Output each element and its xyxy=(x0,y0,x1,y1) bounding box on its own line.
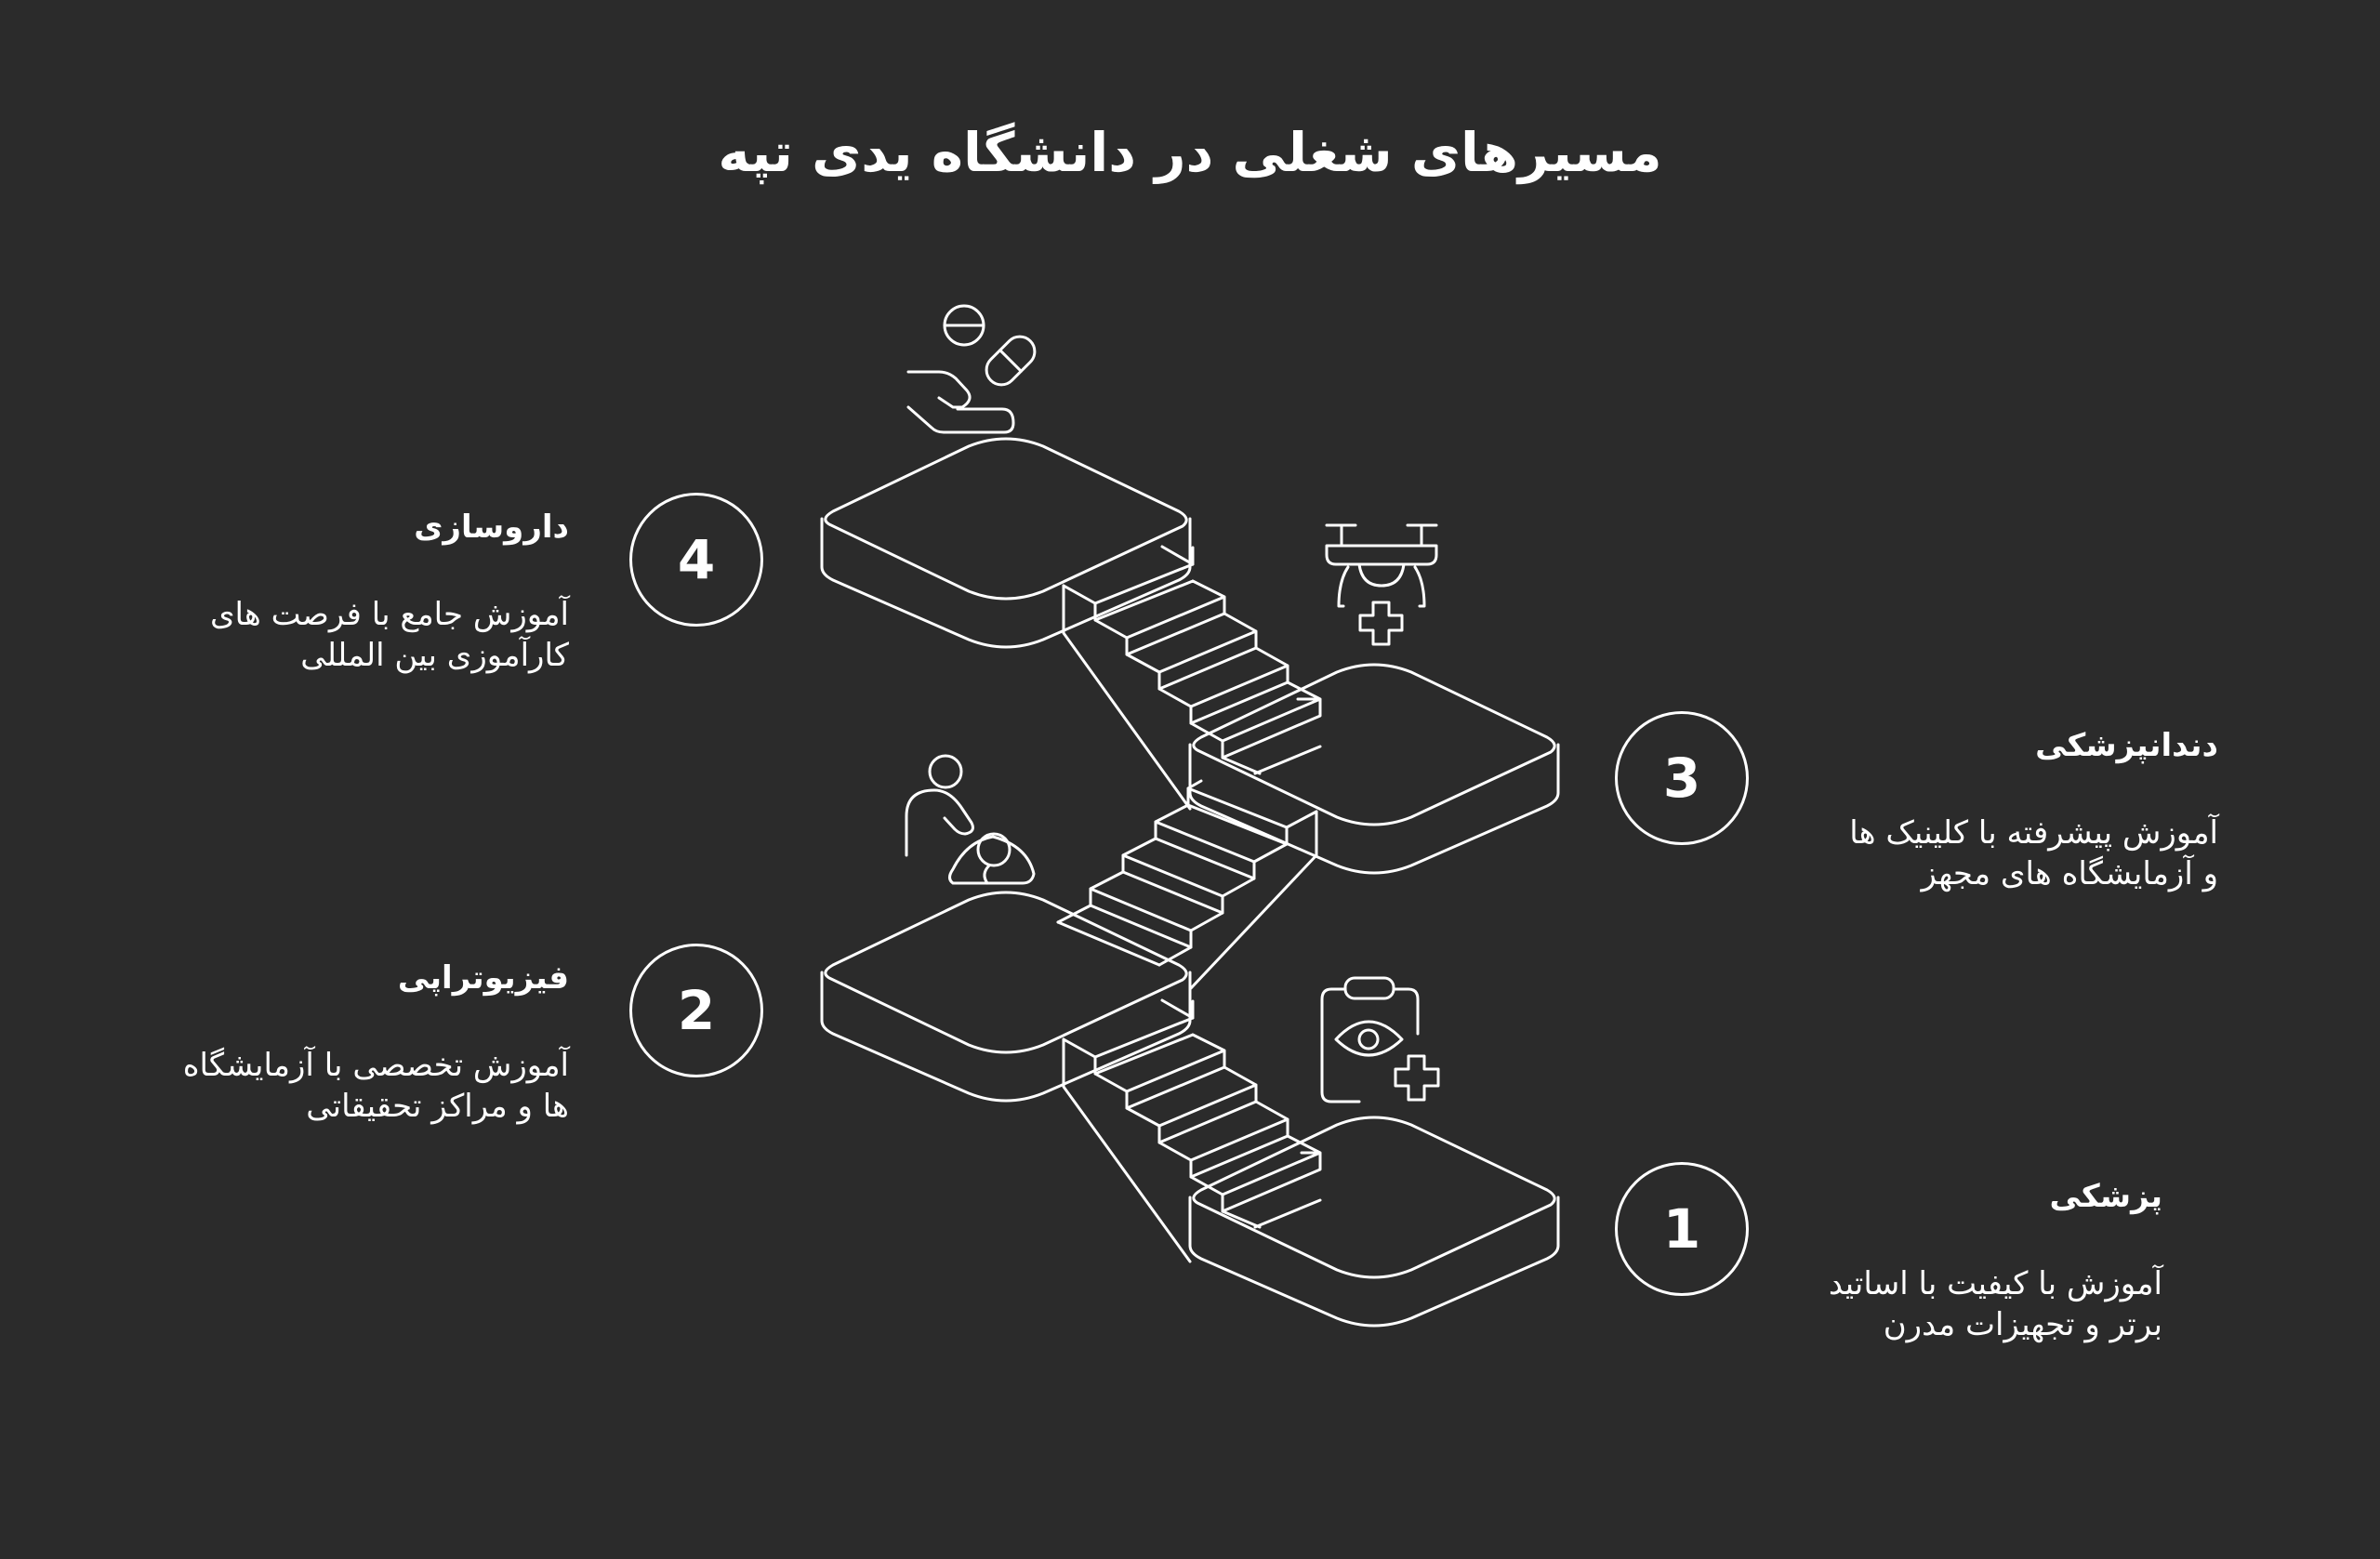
step-3-text: دندانپزشکی آموزش پیشرفته با کلینیک ها و … xyxy=(1809,725,2218,894)
stairs-3-2 xyxy=(1056,779,1318,990)
step-4-number: 4 xyxy=(629,493,763,627)
medical-drone-icon xyxy=(1325,523,1438,646)
step-1-description: آموزش با کیفیت با اساتید برتر و تجهیزات … xyxy=(1828,1265,2162,1343)
step-1-text: پزشکی آموزش با کیفیت با اساتید برتر و تج… xyxy=(1809,1176,2162,1345)
step-2-number: 2 xyxy=(629,944,763,1077)
stairs-4-3 xyxy=(1062,545,1322,811)
platform-3 xyxy=(1188,663,1560,875)
step-2-description: آموزش تخصصی با آزمایشگاه ها و مراکز تحقی… xyxy=(182,1047,569,1125)
hand-pills-icon xyxy=(906,304,1037,434)
step-1-title: پزشکی xyxy=(2049,1178,2162,1215)
step-4-title: داروسازی xyxy=(414,509,569,546)
platform-4 xyxy=(820,437,1192,649)
step-2-text: فیزیوتراپی آموزش تخصصی با آزمایشگاه ها و… xyxy=(183,958,569,1127)
step-3-description: آموزش پیشرفته با کلینیک ها و آزمایشگاه ه… xyxy=(1849,814,2218,892)
clipboard-eye-medical-icon xyxy=(1320,976,1440,1103)
page-title: مسیرهای شغلی در دانشگاه یدی تپه xyxy=(718,121,1662,184)
step-4-text: داروسازی آموزش جامع با فرصت های کارآموزی… xyxy=(210,507,569,676)
physiotherapy-icon xyxy=(905,754,1036,885)
step-3-title: دندانپزشکی xyxy=(2035,727,2218,764)
stairs-2-1 xyxy=(1062,998,1322,1263)
step-1-number: 1 xyxy=(1615,1162,1749,1296)
step-3-number: 3 xyxy=(1615,711,1749,845)
step-2-title: فیزیوتراپی xyxy=(397,959,569,997)
step-4-description: آموزش جامع با فرصت های کارآموزی بین المل… xyxy=(209,596,569,674)
